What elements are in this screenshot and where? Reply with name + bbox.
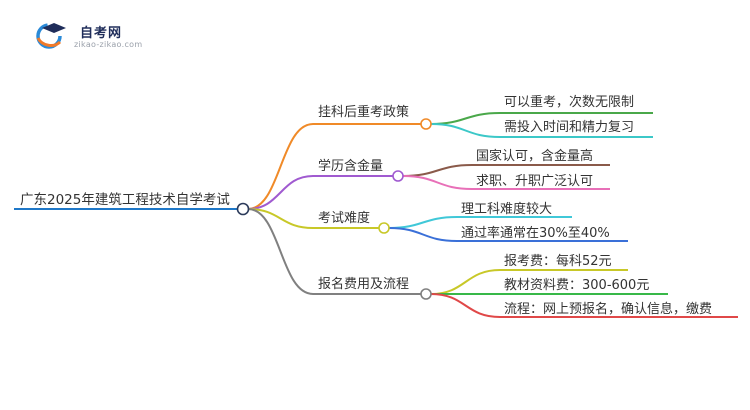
leaf-label: 国家认可，含金量高 bbox=[476, 148, 593, 164]
leaf-label: 通过率通常在30%至40% bbox=[461, 225, 610, 241]
branch-node: 学历含金量 国家认可，含金量高 求职、升职广泛认可 bbox=[313, 148, 610, 190]
leaf-label: 教材资料费：300-600元 bbox=[504, 277, 649, 293]
leaf-connector bbox=[430, 293, 501, 318]
branch-label: 考试难度 bbox=[318, 210, 370, 226]
branch-node-circle bbox=[420, 288, 432, 300]
leaf-label: 可以重考，次数无限制 bbox=[504, 94, 634, 110]
leaf-connector bbox=[388, 216, 458, 229]
leaf-connector bbox=[430, 112, 501, 125]
branch-node: 挂科后重考政策 可以重考，次数无限制 需投入时间和精力复习 bbox=[313, 94, 653, 138]
leaf-connector bbox=[430, 123, 501, 138]
branch-connector bbox=[247, 208, 314, 295]
branch-node: 报名费用及流程 报考费：每科52元 教材资料费：300-600元 流程：网上预报… bbox=[313, 253, 738, 318]
leaf-label: 流程：网上预报名，确认信息，缴费 bbox=[504, 301, 712, 317]
leaf-connector bbox=[402, 164, 473, 177]
root-node: 广东2025年建筑工程技术自学考试 bbox=[14, 192, 250, 216]
logo-url: zikao-zikao.com bbox=[74, 40, 143, 49]
root-node-circle bbox=[236, 202, 250, 216]
branch-node: 考试难度 理工科难度较大 通过率通常在30%至40% bbox=[313, 201, 628, 242]
leaf-connector bbox=[388, 227, 458, 242]
mind-map-links bbox=[247, 112, 501, 318]
branch-connector bbox=[247, 208, 314, 229]
branch-node-circle bbox=[420, 118, 432, 130]
branch-connector bbox=[247, 175, 314, 210]
leaf-connector bbox=[402, 175, 473, 190]
branch-label: 学历含金量 bbox=[318, 158, 383, 174]
branch-node-circle bbox=[378, 222, 390, 234]
graduation-cap-icon bbox=[36, 23, 66, 49]
leaf-label: 理工科难度较大 bbox=[461, 201, 552, 217]
root-label: 广东2025年建筑工程技术自学考试 bbox=[20, 192, 230, 208]
branch-node-circle bbox=[392, 170, 404, 182]
leaf-connector bbox=[430, 269, 501, 295]
leaf-label: 求职、升职广泛认可 bbox=[476, 174, 593, 189]
site-logo: 自考网 zikao-zikao.com bbox=[34, 20, 144, 54]
branch-label: 挂科后重考政策 bbox=[318, 104, 409, 120]
branch-label: 报名费用及流程 bbox=[318, 276, 409, 292]
branch-connector bbox=[247, 123, 314, 210]
leaf-label: 报考费：每科52元 bbox=[504, 253, 612, 269]
leaf-label: 需投入时间和精力复习 bbox=[504, 119, 634, 135]
logo-title: 自考网 bbox=[80, 26, 123, 41]
